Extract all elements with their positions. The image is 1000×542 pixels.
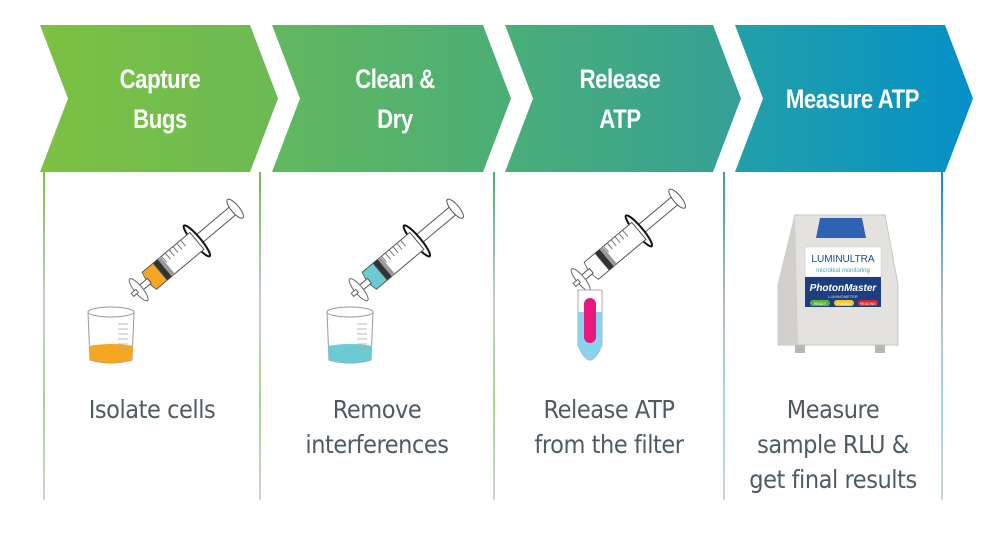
- brand-tagline: microbial monitoring: [816, 268, 870, 274]
- chevron-step-2: [272, 25, 511, 172]
- step-4-description: Measure sample RLU & get final results: [749, 395, 917, 494]
- brand-label: LUMINULTRA: [811, 254, 874, 265]
- step-2-title: Clean &Dry: [355, 63, 435, 134]
- lid-icon: [816, 218, 866, 238]
- foot-icon: [795, 345, 805, 353]
- luminometer-icon: LUMINULTRA microbial monitoringPhotonMast…: [777, 214, 899, 353]
- step-2-description: Remove interferences: [305, 395, 449, 459]
- syringe-icon: [570, 188, 686, 292]
- model-sub-label: LUMINOMETER: [828, 294, 858, 299]
- step-4-title: Measure ATP: [785, 83, 920, 114]
- device-button-label: POWER: [837, 302, 851, 306]
- chevron-step-3: [505, 25, 741, 172]
- chevron-step-4: [735, 25, 973, 172]
- beaker-icon: [326, 306, 374, 364]
- step-3-description: Release ATP from the filter: [534, 395, 684, 459]
- syringe-icon: [128, 198, 244, 302]
- test-tube-icon: [577, 289, 603, 361]
- model-label: PhotonMaster: [810, 283, 878, 294]
- foot-icon: [875, 345, 885, 353]
- step-1-description: Isolate cells: [88, 395, 216, 424]
- device-button-power: [834, 300, 854, 306]
- column-divider: [259, 172, 261, 500]
- syringe-icon: [348, 198, 464, 302]
- column-divider: [43, 172, 45, 500]
- device-button-label: READING: [860, 302, 876, 306]
- column-divider: [941, 172, 943, 500]
- chevron-step-1: [40, 25, 278, 172]
- device-button-reading: [858, 300, 878, 306]
- swab-icon: [584, 298, 596, 343]
- device-button-ready: [810, 300, 830, 306]
- column-divider: [493, 172, 495, 500]
- beaker-icon: [87, 306, 135, 364]
- column-divider: [723, 172, 725, 500]
- device-button-label: READY: [814, 302, 827, 306]
